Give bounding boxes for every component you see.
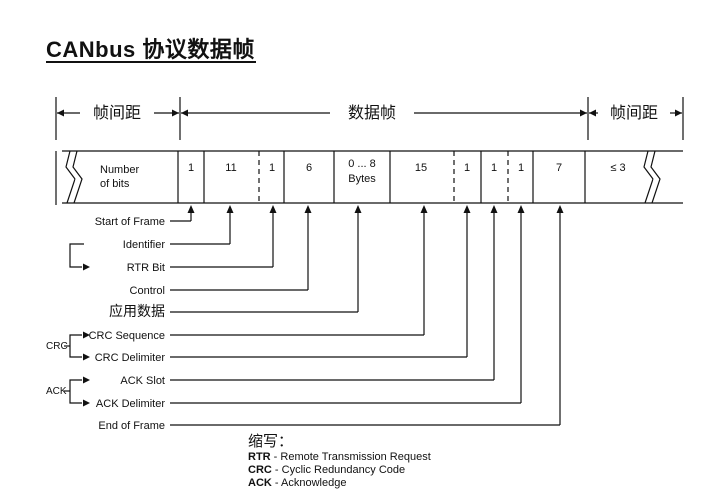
leader-arrow-identifier <box>226 205 234 213</box>
arrow-head <box>181 109 188 117</box>
abbreviation-rtr: RTR - Remote Transmission Request <box>248 451 431 464</box>
cell-value-ack-delim: 1 <box>518 162 524 174</box>
leader-arrow-start-of-frame <box>187 205 195 213</box>
arrow-head <box>57 109 64 117</box>
bits-header-line2: of bits <box>100 178 130 190</box>
abbreviation-term: RTR <box>248 451 271 463</box>
break-zigzag-left <box>72 150 83 204</box>
field-label-data: 应用数据 <box>109 303 165 320</box>
cell-value-crc-delim: 1 <box>464 162 470 174</box>
field-label-control: Control <box>130 285 165 297</box>
cell-value-eof: 7 <box>556 162 562 174</box>
abbreviations-heading: 缩写： <box>248 432 294 450</box>
title-underline <box>46 61 256 63</box>
break-zigzag-right <box>643 150 654 204</box>
bracket-arrow <box>83 353 90 361</box>
leader-arrow-data <box>354 205 362 213</box>
arrow-head <box>172 109 179 117</box>
cell-value-ifs: ≤ 3 <box>610 162 625 174</box>
page-title: CANbus 协议数据帧 <box>46 37 255 62</box>
leader-arrow-crc-sequence <box>420 205 428 213</box>
bits-header-line1: Number <box>100 164 139 176</box>
group-bracket-ack <box>69 379 82 404</box>
abbreviation-crc: CRC - Cyclic Redundancy Code <box>248 464 405 477</box>
cell-value-identifier: 11 <box>225 162 236 174</box>
leader-arrow-end-of-frame <box>556 205 564 213</box>
field-label-start-of-frame: Start of Frame <box>95 216 165 228</box>
span-label-middle: 数据帧 <box>348 103 396 122</box>
field-label-ack-slot: ACK Slot <box>120 375 165 387</box>
bracket-arrow <box>83 376 90 384</box>
leader-arrow-ack-delimiter <box>517 205 525 213</box>
field-label-ack-delimiter: ACK Delimiter <box>96 398 165 410</box>
leader-arrow-rtr-bit <box>269 205 277 213</box>
bracket-arrow <box>83 263 90 271</box>
field-label-crc-delimiter: CRC Delimiter <box>95 352 166 364</box>
abbreviation-desc: - Cyclic Redundancy Code <box>271 464 406 476</box>
cell-value-crc-seq: 15 <box>415 162 427 174</box>
group-bracket-crc <box>69 334 82 358</box>
cell-value-sof: 1 <box>188 162 194 174</box>
group-label-crc: CRC <box>46 341 68 352</box>
break-zigzag-left <box>65 150 76 204</box>
abbreviation-ack: ACK - Acknowledge <box>248 477 346 490</box>
bracket-arrow <box>83 331 90 339</box>
abbreviation-term: ACK <box>248 477 272 489</box>
abbreviation-desc: - Acknowledge <box>271 477 347 489</box>
leader-arrow-control <box>304 205 312 213</box>
cell-value-rtr: 1 <box>269 162 275 174</box>
arrow-head <box>580 109 587 117</box>
arrow-head <box>589 109 596 117</box>
identifier-rtr-bracket <box>69 243 84 268</box>
bracket-arrow <box>83 399 90 407</box>
field-label-identifier: Identifier <box>123 239 166 251</box>
break-zigzag-right <box>650 150 661 204</box>
cell-value-data: Bytes <box>348 173 376 185</box>
cell-value-control: 6 <box>306 162 312 174</box>
leader-arrow-crc-delimiter <box>463 205 471 213</box>
arrow-head <box>675 109 682 117</box>
field-label-rtr-bit: RTR Bit <box>127 262 165 274</box>
cell-value-data: 0 ... 8 <box>348 158 376 170</box>
field-label-end-of-frame: End of Frame <box>98 420 165 432</box>
field-label-crc-sequence: CRC Sequence <box>89 330 165 342</box>
leader-arrow-ack-slot <box>490 205 498 213</box>
cell-value-ack-slot: 1 <box>491 162 497 174</box>
span-label-right: 帧间距 <box>610 103 658 122</box>
group-label-ack: ACK <box>46 386 67 397</box>
span-label-left: 帧间距 <box>93 103 141 122</box>
abbreviation-term: CRC <box>248 464 272 476</box>
abbreviation-desc: - Remote Transmission Request <box>270 451 431 463</box>
